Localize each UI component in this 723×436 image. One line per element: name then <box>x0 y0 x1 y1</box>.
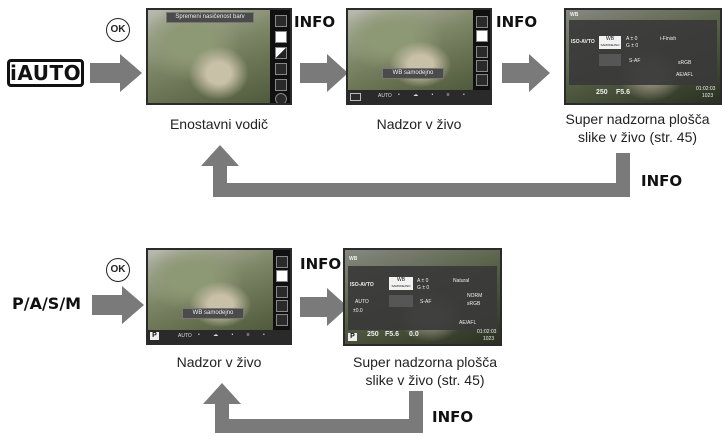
ae-af-lock: AE/AFL <box>459 320 477 326</box>
a-value: A ± 0 <box>417 278 429 284</box>
shutter-speed: 250 <box>367 331 379 338</box>
wb-box-label: WB <box>605 36 615 42</box>
return-arrow-icon <box>203 383 423 433</box>
wb-auto-label: AUTO <box>378 93 392 99</box>
wb-selected-box[interactable]: WB SAMODEJNO <box>389 277 413 290</box>
arrow-right-icon <box>90 54 142 92</box>
super-panel <box>348 266 497 330</box>
info-button-label: INFO <box>641 172 683 190</box>
af-mode: S-AF <box>420 299 432 305</box>
live-photo <box>148 10 270 103</box>
live-control-screen: WB samodejno AUTO • ☁ • ≡ • <box>346 8 492 105</box>
control-icon <box>276 286 288 298</box>
guide-contrast-icon <box>275 47 287 59</box>
recording-time: 01:02:03 <box>696 86 716 92</box>
guide-help-icon <box>275 93 287 103</box>
control-bar: P AUTO • ☁ • ≡ • <box>148 330 290 343</box>
ae-af-lock: AE/AFL <box>676 72 694 78</box>
a-value: A ± 0 <box>626 36 638 42</box>
control-icon <box>476 16 488 28</box>
control-icon <box>276 300 288 312</box>
super-control-panel-screen: WB ISO-AVTO WB SAMODEJNO A ± 0 G ± 0 Nat… <box>343 248 502 346</box>
arrow-right-icon <box>300 288 348 326</box>
iso-setting: ISO-AVTO <box>571 39 595 45</box>
screen-caption-line2: slike v živo (str. 45) <box>365 372 485 388</box>
wb-banner: WB samodejno <box>382 68 444 79</box>
control-icon <box>476 46 488 58</box>
g-value: G ± 0 <box>626 43 639 49</box>
live-guide-banner: Spremeni nasičenost barv <box>166 12 254 23</box>
live-guide-screen: Spremeni nasičenost barv <box>146 8 292 105</box>
guide-selected-icon <box>275 31 287 43</box>
wb-box-sublabel: SAMODEJNO <box>391 284 411 288</box>
exposure-compensation: 0.0 <box>409 331 419 338</box>
iauto-mode-label: iAUTO <box>7 59 84 87</box>
screen-caption-line1: Super nadzorna plošča <box>353 354 497 370</box>
screen-caption: Nadzor v živo <box>176 354 262 370</box>
info-button-label: INFO <box>432 408 474 426</box>
guide-color-icon <box>275 15 287 27</box>
arrow-right-icon <box>92 286 144 324</box>
screen-caption: Enostavni vodič <box>169 116 269 132</box>
control-bar: AUTO • ☁ • ≡ • <box>348 90 490 103</box>
wb-box-label: WB <box>396 277 406 283</box>
info-button-label: INFO <box>496 13 538 31</box>
info-button-label: INFO <box>300 255 342 273</box>
screen-caption-line1: Super nadzorna plošča <box>565 111 710 127</box>
guide-blur-icon <box>275 63 287 75</box>
wb-selected-box[interactable]: WB SAMODEJNO <box>599 36 621 49</box>
arrow-right-icon <box>502 54 550 92</box>
g-value: G ± 0 <box>417 285 430 291</box>
af-mode: S-AF <box>629 58 641 64</box>
ok-button-icon: OK <box>106 258 130 282</box>
flash-compensation: ±0.0 <box>353 308 363 314</box>
wb-banner: WB samodejno <box>182 308 244 319</box>
shutter-speed: 250 <box>596 89 608 96</box>
super-control-panel-screen: WB ISO-AVTO WB SAMODEJNO A ± 0 G ± 0 i-F… <box>564 8 722 105</box>
color-space: sRGB <box>678 60 692 66</box>
recording-time: 01:02:03 <box>477 329 497 335</box>
flash-mode: AUTO <box>355 299 369 305</box>
return-arrow-icon <box>201 145 630 197</box>
iso-setting: ISO-AVTO <box>350 282 374 288</box>
wb-presets-icon: • ☁ • ≡ • <box>198 332 271 338</box>
picture-mode: Natural <box>453 278 470 284</box>
shooting-mode: P <box>348 333 357 341</box>
shots-remaining: 1023 <box>702 93 714 99</box>
shots-remaining: 1023 <box>483 336 495 342</box>
color-space: sRGB <box>467 301 481 307</box>
ok-button-icon: OK <box>106 18 130 42</box>
wb-selected-icon <box>276 270 288 282</box>
control-icon <box>476 60 488 72</box>
screen-caption: Nadzor v živo <box>376 116 462 132</box>
wb-presets-icon: • ☁ • ≡ • <box>398 92 471 98</box>
af-area-icon <box>599 54 621 66</box>
pasm-mode-label: P/A/S/M <box>12 294 82 313</box>
wb-title: WB <box>570 12 579 18</box>
live-control-screen: WB samodejno P AUTO • ☁ • ≡ • <box>146 248 292 345</box>
wb-auto-label: AUTO <box>178 333 192 339</box>
wb-icon <box>350 93 361 101</box>
super-panel <box>569 20 717 85</box>
af-area-icon <box>389 295 413 307</box>
info-button-label: INFO <box>294 13 336 31</box>
arrow-right-icon <box>300 54 348 92</box>
sharpness: NORM <box>467 293 483 299</box>
shooting-mode: P <box>150 332 159 340</box>
aperture: F5.6 <box>616 89 631 96</box>
wb-box-sublabel: SAMODEJNO <box>600 43 620 47</box>
control-icon <box>276 314 288 326</box>
wb-selected-icon <box>476 30 488 42</box>
control-icon <box>476 74 488 86</box>
control-icon <box>276 256 288 268</box>
wb-title: WB <box>349 256 358 262</box>
screen-caption-line2: slike v živo (str. 45) <box>577 129 698 145</box>
finish-setting: i-Finish <box>660 36 677 42</box>
aperture: F5.6 <box>385 331 400 338</box>
guide-motion-icon <box>275 79 287 91</box>
